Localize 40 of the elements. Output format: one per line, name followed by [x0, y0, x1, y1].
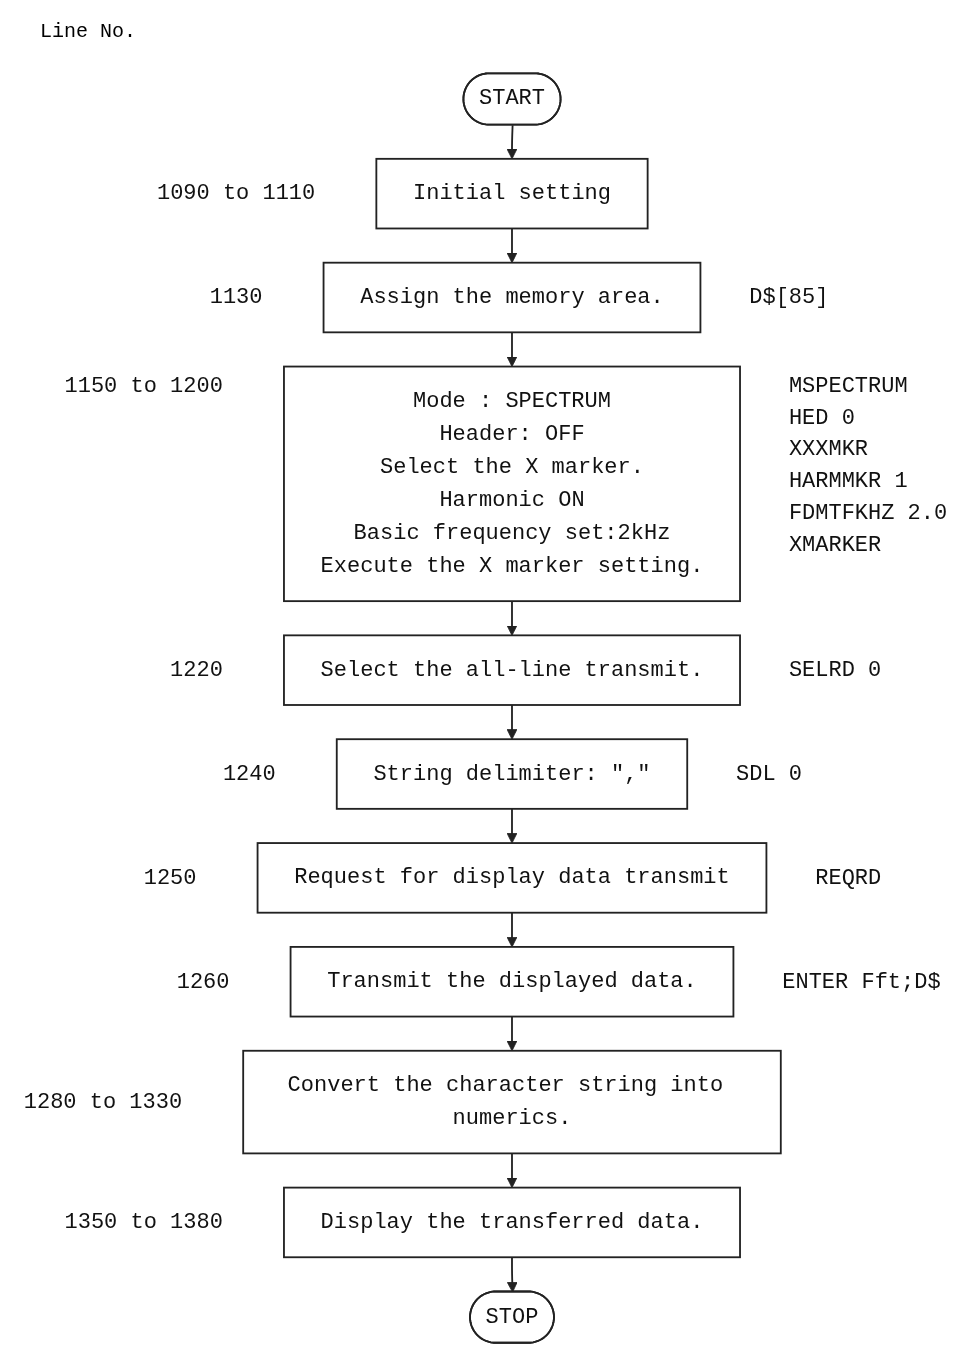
- node-box: Mode : SPECTRUM Header: OFF Select the X marker. Harmonic ON Basic frequency set:2kHz Execute the X marker setting.: [283, 365, 741, 603]
- command-text: XXXMKR: [788, 437, 869, 463]
- line-number: 1350 to 1380: [64, 1210, 223, 1236]
- command-text: FDMTFKHZ 2.0: [788, 501, 948, 526]
- arrow: [506, 704, 518, 740]
- line-number: 1090 to 1110: [156, 181, 316, 207]
- line-number: 1220: [170, 658, 223, 683]
- node-box: Select the all-line transmit.: [283, 634, 741, 706]
- node-box: Transmit the displayed data.: [289, 946, 735, 1018]
- line-number: 1240: [222, 761, 276, 787]
- line-number: 1150 to 1200: [64, 373, 223, 399]
- node-box: Initial setting: [375, 157, 649, 230]
- command-text: XMARKER: [788, 532, 882, 558]
- line-number: 1260: [176, 969, 230, 995]
- command-text: HED 0: [788, 405, 855, 431]
- node-box: Request for display data transmit: [256, 842, 768, 914]
- arrow: [506, 911, 518, 948]
- node-box: Assign the memory area.: [322, 261, 702, 334]
- line-number: 1280 to 1330: [23, 1089, 183, 1115]
- column-heading: Line No.: [40, 20, 136, 43]
- arrow: [506, 1152, 518, 1189]
- arrow: [506, 1015, 518, 1052]
- command-text: SDL 0: [736, 761, 803, 787]
- command-text: ENTER Fft;D$: [782, 969, 941, 995]
- node-box: Display the transferred data.: [283, 1186, 741, 1259]
- arrow: [506, 227, 518, 264]
- command-text: HARMMKR 1: [788, 469, 908, 495]
- command-text: D$[85]: [749, 285, 829, 311]
- line-number: 1130: [209, 285, 263, 311]
- arrow: [506, 600, 518, 636]
- node-box: Convert the character string into numerics.: [242, 1049, 782, 1155]
- command-text: MSPECTRUM: [788, 373, 908, 399]
- arrow: [506, 1256, 518, 1293]
- arrow: [506, 807, 518, 844]
- command-text: REQRD: [815, 865, 882, 891]
- node-box: String delimiter: ",": [335, 738, 689, 810]
- line-number: 1250: [143, 865, 197, 891]
- arrow: [506, 331, 518, 368]
- arrow: [506, 124, 518, 160]
- command-text: SELRD 0: [788, 658, 882, 683]
